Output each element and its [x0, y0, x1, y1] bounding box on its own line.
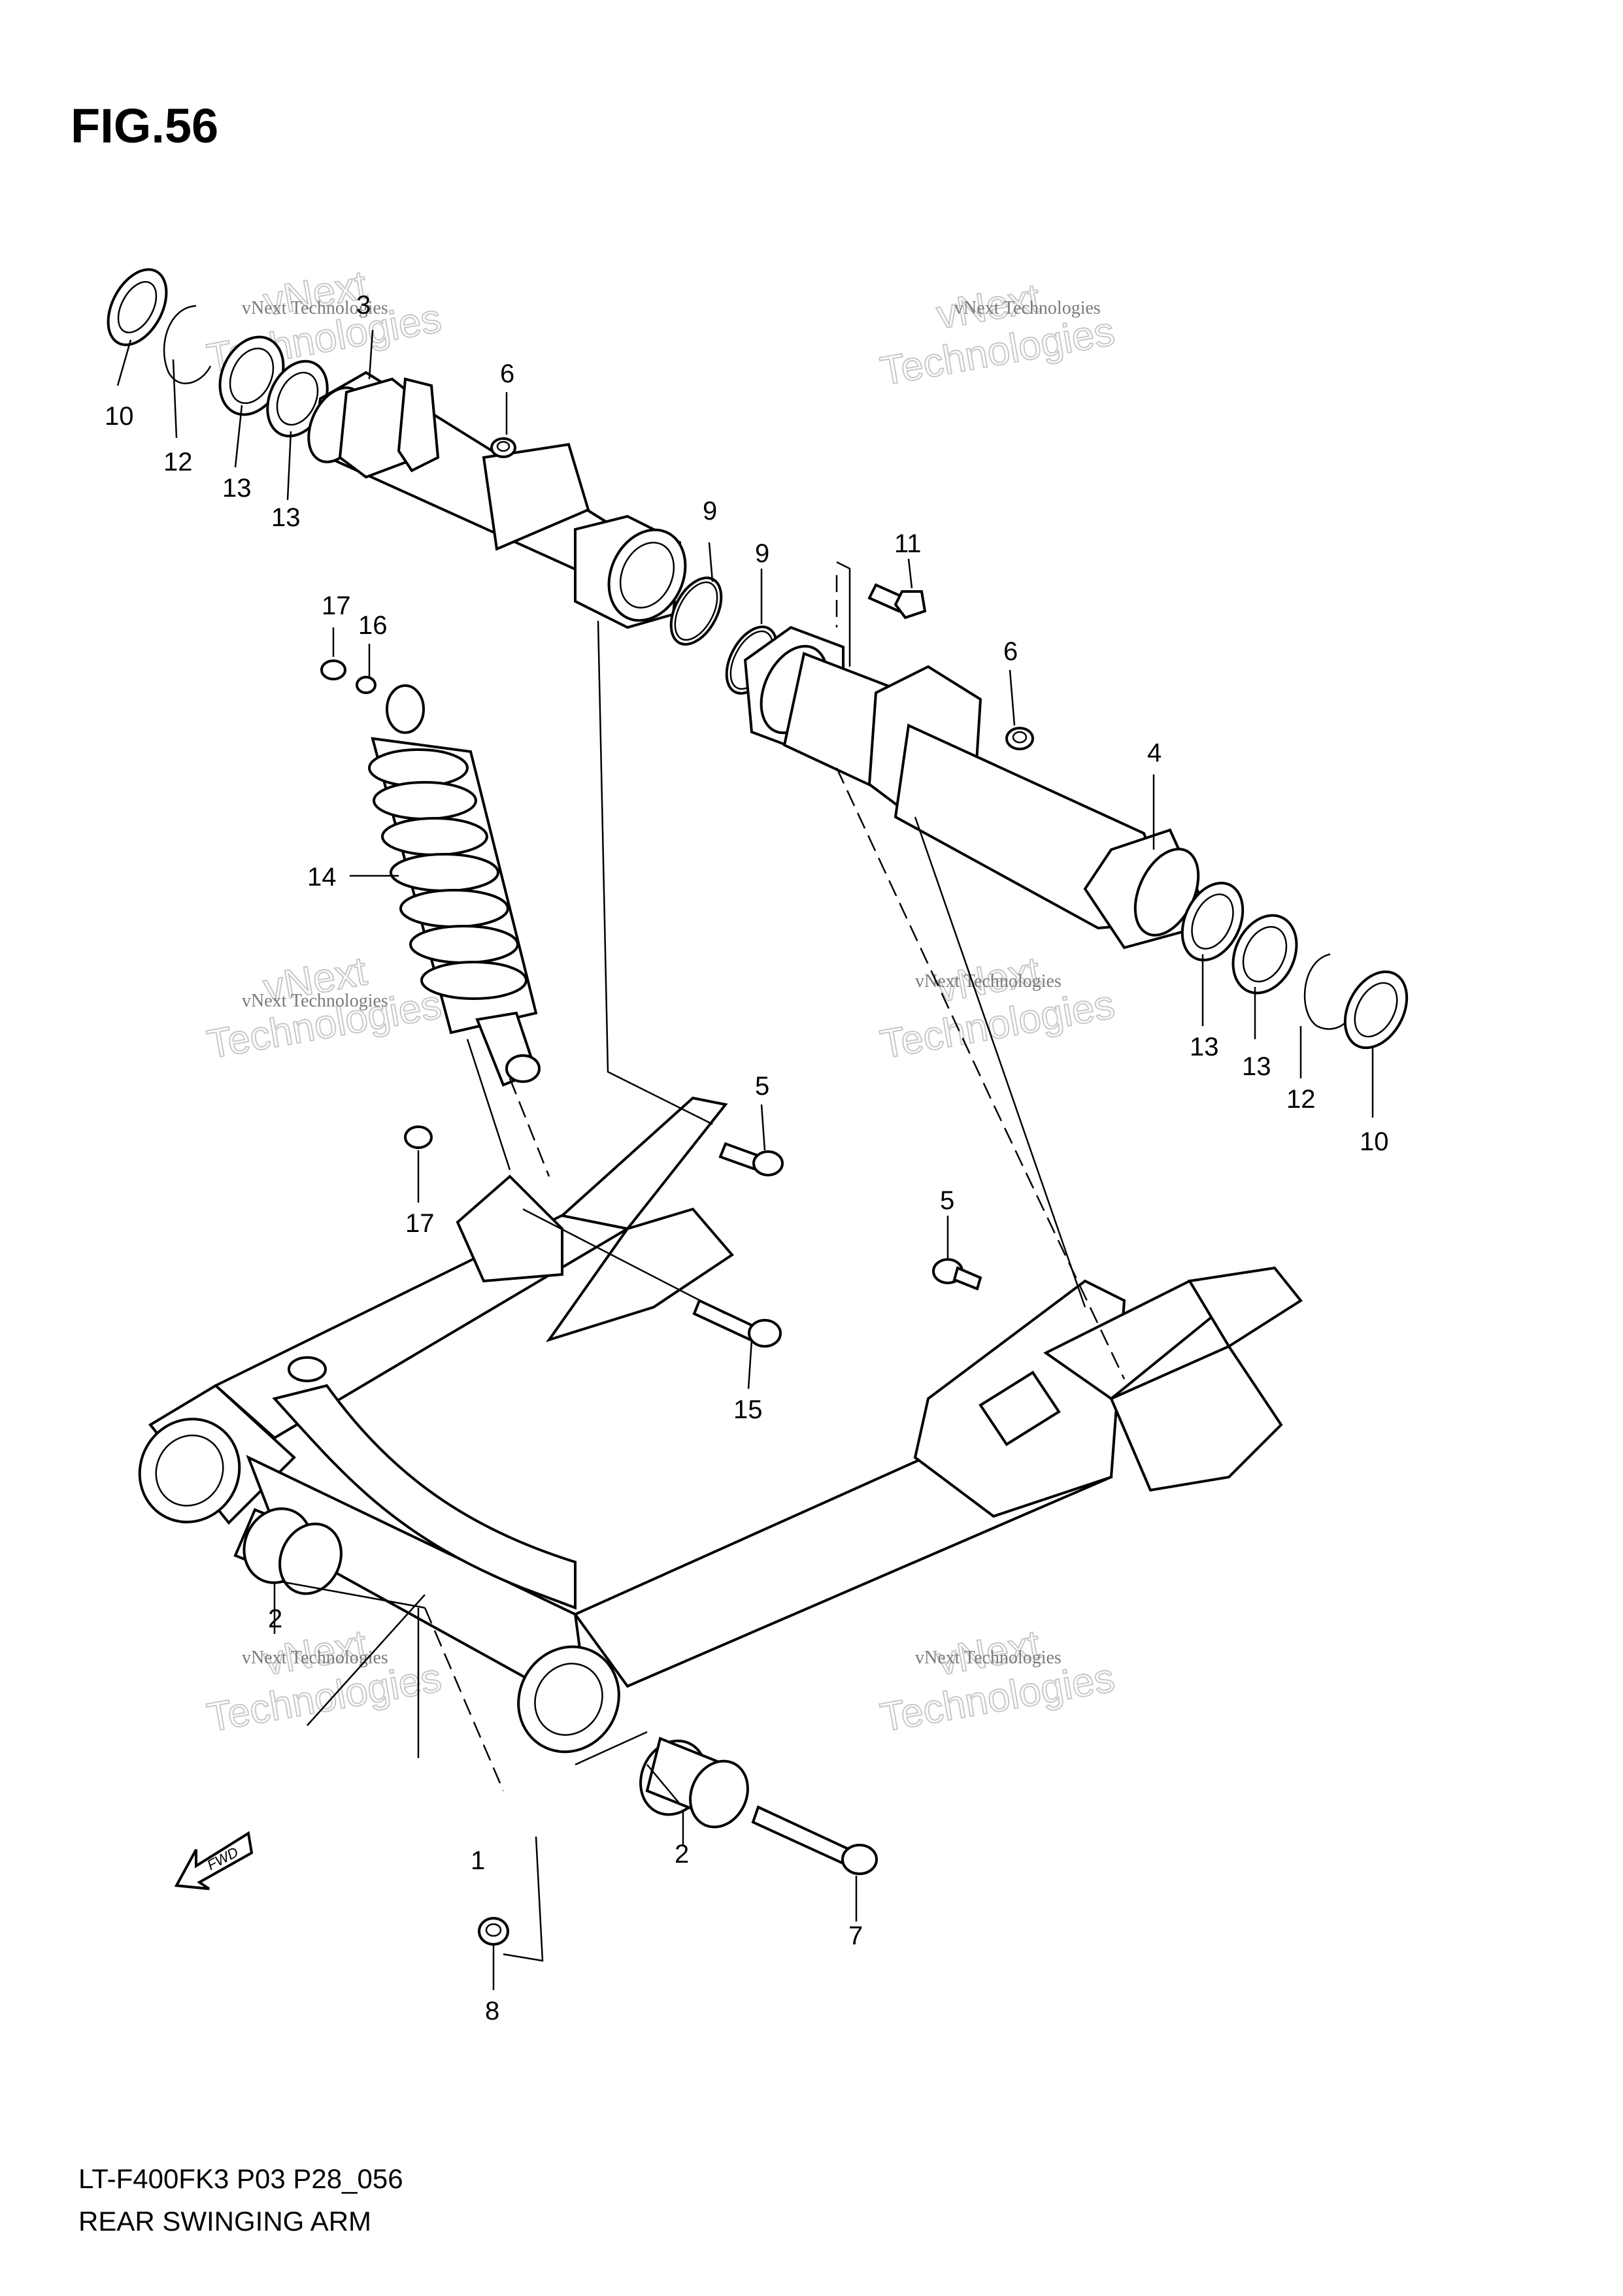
bolt-11	[867, 583, 927, 620]
callout-10-right: 10	[1360, 1127, 1389, 1156]
bolt-15	[692, 1299, 782, 1348]
callout-12-right: 12	[1286, 1085, 1316, 1114]
nut-17-upper	[320, 659, 346, 680]
bearing-right-1	[1180, 882, 1245, 961]
figure-title: FIG.56	[71, 99, 219, 153]
nut-8	[478, 1917, 509, 1946]
pivot-shaft-housing-left	[307, 371, 687, 629]
nut-6-lower	[1005, 727, 1034, 750]
callout-7: 7	[848, 1922, 863, 1950]
callout-14: 14	[307, 863, 337, 891]
bolt-5-upper	[718, 1142, 784, 1176]
bearing-right-2	[1231, 914, 1298, 995]
oil-seal-left-upper	[107, 268, 168, 346]
callout-13-left-2: 13	[271, 503, 301, 532]
circlip-left-upper	[163, 305, 212, 384]
callout-12-left: 12	[163, 448, 193, 476]
nut-6-upper	[490, 437, 516, 458]
watermark-text-6: vNext Technologies	[915, 1648, 1062, 1668]
callout-6-lower: 6	[1003, 637, 1018, 666]
guide-lines	[280, 561, 1126, 1962]
bolt-5-lower	[932, 1258, 982, 1291]
callout-4: 4	[1147, 739, 1162, 767]
nut-17-lower	[404, 1125, 433, 1149]
callout-13-left-1: 13	[222, 474, 252, 503]
figure-caption: REAR SWINGING ARM	[78, 2206, 372, 2237]
pivot-shaft-housing-right	[743, 625, 1205, 950]
leader-lines	[116, 329, 1374, 1990]
callout-9-left: 9	[703, 497, 717, 525]
rear-shock-absorber	[368, 684, 541, 1087]
callout-9-right: 9	[755, 539, 769, 568]
watermark-text-5: vNext Technologies	[242, 1648, 388, 1668]
callout-13-right-2: 13	[1242, 1052, 1271, 1081]
callout-3: 3	[356, 291, 371, 320]
callout-15: 15	[733, 1395, 763, 1424]
bolt-7	[751, 1805, 878, 1875]
oil-seal-right	[1343, 970, 1409, 1050]
callout-6-upper: 6	[500, 359, 514, 388]
callout-16: 16	[358, 611, 388, 640]
callout-labels: 3 6 10 12 13 13 9 9 11 17 16 6 4 14 13 1…	[105, 291, 1389, 2025]
callout-2-left: 2	[268, 1605, 282, 1633]
callout-5-lower: 5	[940, 1186, 954, 1215]
callout-8: 8	[485, 1997, 499, 2025]
callout-13-right-1: 13	[1190, 1033, 1219, 1061]
callout-17-upper: 17	[322, 591, 351, 620]
watermark-text-4: vNext Technologies	[915, 971, 1062, 991]
washer-16	[356, 676, 376, 694]
watermark-text: vNext Technologies	[242, 298, 388, 318]
callout-1: 1	[471, 1846, 485, 1875]
fwd-arrow-icon: FWD	[174, 1831, 254, 1890]
callout-10-left: 10	[105, 402, 134, 431]
shock-spring-coils	[368, 748, 527, 1000]
watermark-text-2: vNext Technologies	[954, 298, 1101, 318]
swing-arm	[138, 1096, 1303, 1754]
bushing-2-right	[639, 1737, 749, 1829]
callout-17-lower: 17	[405, 1209, 435, 1238]
model-code: LT-F400FK3 P03 P28_056	[78, 2163, 403, 2194]
bushing-2-left	[233, 1507, 343, 1595]
watermark-text-3: vNext Technologies	[242, 991, 388, 1011]
callout-5-upper: 5	[755, 1072, 769, 1101]
callout-11: 11	[894, 529, 922, 558]
callout-2-right: 2	[675, 1840, 689, 1869]
